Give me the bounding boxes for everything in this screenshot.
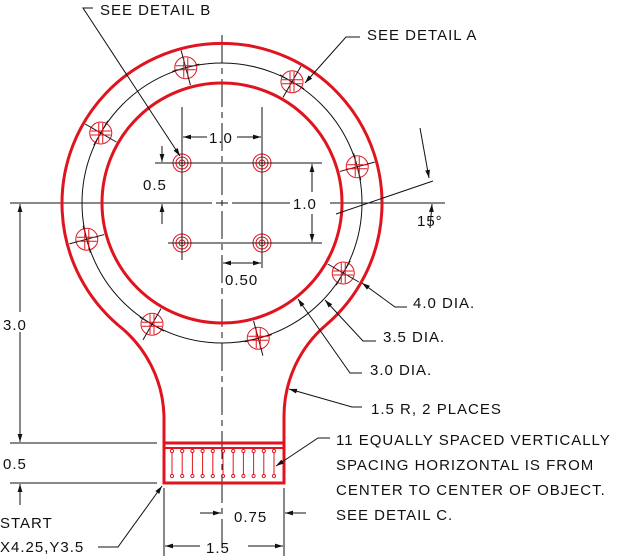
slot-end <box>231 473 236 479</box>
leader-3.5-dia <box>324 299 376 342</box>
dim-angle: 15° <box>417 213 443 230</box>
slot <box>231 448 236 479</box>
note-line-3: CENTER TO CENTER OF OBJECT. <box>336 482 606 499</box>
bolt-hole-circle <box>89 121 113 145</box>
slot-end <box>190 473 195 479</box>
leader-3-dia <box>297 298 362 374</box>
text-mask <box>2 312 34 332</box>
slot-end <box>241 448 246 454</box>
slot-end <box>261 448 266 454</box>
bolt-hole <box>172 50 200 86</box>
slot-end <box>200 448 205 454</box>
slot-end <box>261 473 266 479</box>
bolt-tangent-line <box>93 120 109 146</box>
leader-detail-b <box>82 7 181 157</box>
bolt-tangent-line <box>82 225 91 253</box>
label-4-dia: 4.0 DIA. <box>413 295 475 312</box>
slot-end <box>190 448 195 454</box>
bolt-hole-circle <box>246 326 270 350</box>
label-3-dia: 3.0 DIA. <box>370 362 432 379</box>
bolt-hole <box>279 65 305 98</box>
bolt-hole-circle <box>331 261 355 285</box>
bolt-hole <box>139 308 165 341</box>
bolt-tangent-line <box>279 74 305 90</box>
dim-top-spacing: 1.0 <box>209 130 233 147</box>
label-see-detail-a: SEE DETAIL A <box>367 27 477 44</box>
slot-end <box>210 448 215 454</box>
inner-circle-3.0 <box>100 81 344 325</box>
slot <box>190 448 195 479</box>
bolt-tangent-line <box>172 63 200 72</box>
leader-note <box>275 437 330 467</box>
slot <box>210 448 215 479</box>
slot-end <box>271 473 277 479</box>
bolt-hole <box>84 120 117 146</box>
bolt-hole-circle <box>75 227 99 251</box>
leader-fillet <box>288 388 362 408</box>
dim-rect-height: 0.5 <box>3 456 27 473</box>
bolt-hole <box>327 260 360 286</box>
leader-start <box>98 485 163 548</box>
angle-ext-line <box>335 180 434 215</box>
slot-end <box>220 473 226 479</box>
bolt-hole <box>69 225 105 253</box>
slot <box>251 448 256 479</box>
slot <box>271 448 277 479</box>
label-fillet: 1.5 R, 2 PLACES <box>371 401 502 418</box>
slot-end <box>241 473 246 479</box>
note-line-1: 11 EQUALLY SPACED VERTICALLY <box>336 432 611 449</box>
dim-line <box>428 203 434 229</box>
slot-end <box>220 448 226 454</box>
bolt-hole-circle <box>174 56 198 80</box>
slot-end <box>180 473 185 479</box>
slot-end <box>251 448 256 454</box>
dim-small-offset: 0.50 <box>225 272 258 289</box>
note-line-2: SPACING HORIZONTAL IS FROM <box>336 457 594 474</box>
bolt-hole-circle <box>345 155 369 179</box>
slot <box>261 448 266 479</box>
bolt-tangent-line <box>139 316 165 332</box>
slot-end <box>251 473 256 479</box>
dim-half-width: 0.75 <box>234 509 267 526</box>
bolt-holes <box>69 50 375 356</box>
slot-pattern <box>169 448 277 479</box>
bolt-hole-circle <box>140 312 164 336</box>
dim-rect-width: 1.5 <box>206 540 230 556</box>
slot <box>180 448 185 479</box>
slot-end <box>200 473 205 479</box>
leader-detail-a <box>304 36 360 84</box>
start-coords: X4.25,Y3.5 <box>0 539 84 556</box>
dim-right-spacing: 1.0 <box>293 196 317 213</box>
slot-end <box>271 448 277 454</box>
slot <box>220 448 226 479</box>
slot-end <box>210 473 215 479</box>
leader-4-dia <box>361 282 407 308</box>
slot-end <box>180 448 185 454</box>
bolt-hole <box>244 320 272 356</box>
bolt-tangent-line <box>335 260 351 286</box>
note-line-4: SEE DETAIL C. <box>336 507 453 524</box>
bolt-hole-circle <box>280 70 304 94</box>
slot-end <box>169 448 175 454</box>
dim-height: 3.0 <box>3 317 27 334</box>
bolt-tangent-line <box>353 153 362 181</box>
label-see-detail-b: SEE DETAIL B <box>100 2 211 19</box>
bolt-circle-3.5 <box>81 62 363 344</box>
outer-profile <box>60 41 384 443</box>
slot <box>241 448 246 479</box>
base-rectangle <box>162 441 286 485</box>
slot-end <box>169 473 175 479</box>
slot <box>200 448 205 479</box>
slot-end <box>231 448 236 454</box>
label-3.5-dia: 3.5 DIA. <box>383 329 445 346</box>
bolt-tangent-line <box>244 334 272 343</box>
start-label: START <box>0 515 53 532</box>
dim-line <box>419 127 430 179</box>
dim-left-offset: 0.5 <box>143 177 167 194</box>
bolt-hole <box>339 153 375 181</box>
slot <box>169 448 175 479</box>
